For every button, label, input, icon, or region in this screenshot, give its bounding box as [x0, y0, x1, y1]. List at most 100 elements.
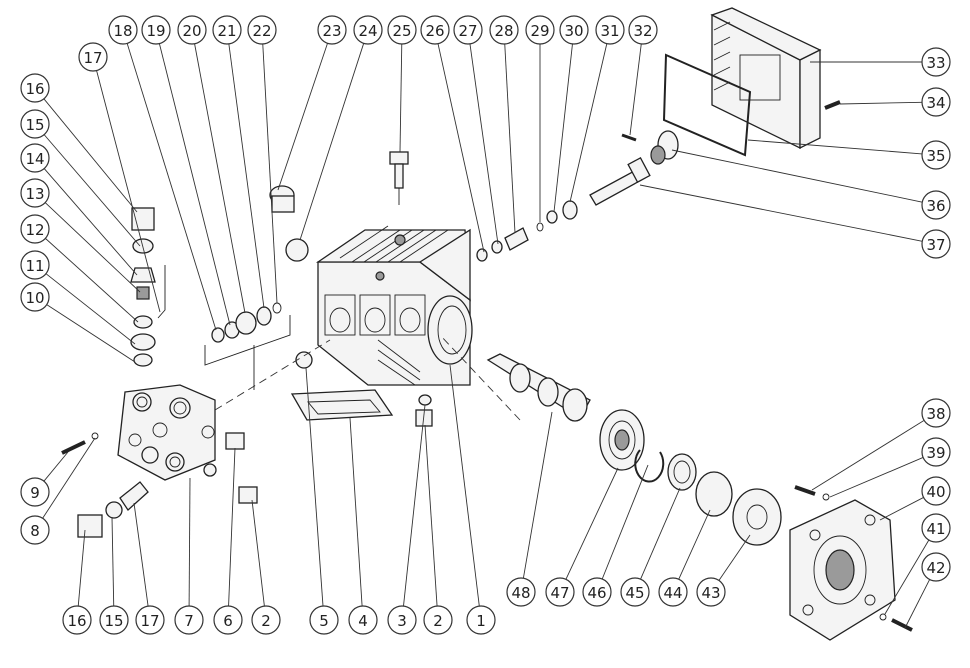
callout-leader	[522, 411, 553, 579]
callout-29: 29	[525, 15, 555, 222]
callout-leader	[133, 502, 149, 607]
callout-number: 39	[926, 444, 945, 462]
callout-leader	[194, 43, 246, 314]
sight-bracket	[650, 130, 679, 165]
callout-2: 2	[423, 424, 453, 635]
callout-bubble	[628, 15, 658, 45]
callout-36: 36	[671, 149, 951, 220]
callout-9: 9	[20, 451, 69, 507]
callout-leader	[349, 417, 363, 607]
callout-48: 48	[506, 411, 553, 607]
callout-bubble	[489, 15, 519, 45]
callout-bubble	[696, 577, 726, 607]
flange-bolts	[794, 485, 913, 632]
callout-20: 20	[177, 15, 246, 314]
callout-number: 16	[25, 80, 44, 98]
assembly-guides	[157, 265, 521, 421]
breather-25	[389, 151, 409, 205]
callout-21: 21	[212, 15, 265, 309]
callout-leader	[43, 168, 138, 276]
callout-leader	[45, 238, 139, 323]
callout-leader	[96, 70, 161, 313]
rear-cover	[710, 7, 822, 150]
callout-leader	[884, 539, 930, 615]
callout-number: 38	[926, 405, 945, 423]
washer-5	[295, 351, 313, 369]
callout-bubble	[466, 605, 496, 635]
callout-45: 45	[620, 487, 681, 607]
callout-bubble	[174, 605, 204, 635]
callout-number: 11	[25, 257, 44, 275]
callout-34: 34	[839, 87, 951, 117]
callout-number: 19	[146, 22, 165, 40]
callout-leader	[829, 457, 924, 498]
callout-bubble	[506, 577, 536, 607]
manifold-head	[117, 384, 217, 481]
callout-5: 5	[305, 367, 339, 635]
plug-23	[269, 185, 295, 213]
callout-number: 29	[530, 22, 549, 40]
callout-leader	[839, 101, 923, 105]
callout-number: 10	[25, 289, 44, 307]
callout-23: 23	[277, 15, 347, 191]
callout-number: 4	[358, 612, 368, 630]
callout-bubble	[20, 178, 50, 208]
callout-38: 38	[811, 398, 951, 491]
callout-32: 32	[628, 15, 658, 136]
shaft	[589, 157, 651, 206]
circlip	[634, 449, 665, 483]
plug-2b	[238, 486, 258, 504]
callout-12: 12	[20, 214, 139, 323]
callout-bubble	[453, 15, 483, 45]
callout-number: 15	[104, 612, 123, 630]
callout-15: 15	[20, 109, 141, 247]
callout-39: 39	[829, 437, 951, 498]
callout-leader	[251, 499, 265, 607]
callout-leader	[437, 43, 485, 253]
callout-bubble	[921, 398, 951, 428]
crankshaft	[486, 353, 591, 422]
cover-ring	[732, 488, 782, 546]
callout-bubble	[595, 15, 625, 45]
callout-bubble	[658, 577, 688, 607]
callout-3: 3	[387, 404, 426, 635]
callout-leader	[126, 43, 217, 331]
callout-15: 15	[99, 516, 129, 635]
callout-leader	[299, 43, 365, 241]
cover-screw	[824, 100, 841, 110]
callout-leader	[42, 437, 96, 519]
callout-number: 12	[25, 221, 44, 239]
valve-lower	[77, 481, 149, 538]
callout-leader	[678, 509, 711, 580]
callout-30: 30	[553, 15, 589, 213]
callout-number: 24	[358, 22, 377, 40]
callout-number: 41	[926, 520, 945, 538]
callout-leader	[262, 43, 278, 304]
callout-bubble	[78, 42, 108, 72]
callout-bubble	[141, 15, 171, 45]
callout-number: 37	[926, 236, 945, 254]
seals-row	[211, 302, 282, 343]
callout-bubble	[620, 577, 650, 607]
callout-bubble	[108, 15, 138, 45]
callout-8: 8	[20, 437, 96, 545]
callout-bubble	[251, 605, 281, 635]
callout-1: 1	[449, 364, 496, 635]
callout-bubble	[212, 15, 242, 45]
callout-33: 33	[810, 47, 951, 77]
callout-14: 14	[20, 143, 138, 276]
callout-number: 36	[926, 197, 945, 215]
callout-bubble	[921, 229, 951, 259]
callout-bubble	[20, 143, 50, 173]
callout-17: 17	[133, 502, 165, 635]
callout-leader	[565, 467, 619, 580]
callout-number: 40	[926, 483, 945, 501]
callout-40: 40	[879, 476, 951, 521]
callout-44: 44	[658, 509, 711, 607]
callout-leader	[469, 43, 499, 245]
cover-gasket	[662, 53, 752, 157]
callout-number: 14	[25, 150, 44, 168]
callout-number: 28	[494, 22, 513, 40]
callout-number: 17	[140, 612, 159, 630]
callout-bubble	[317, 15, 347, 45]
